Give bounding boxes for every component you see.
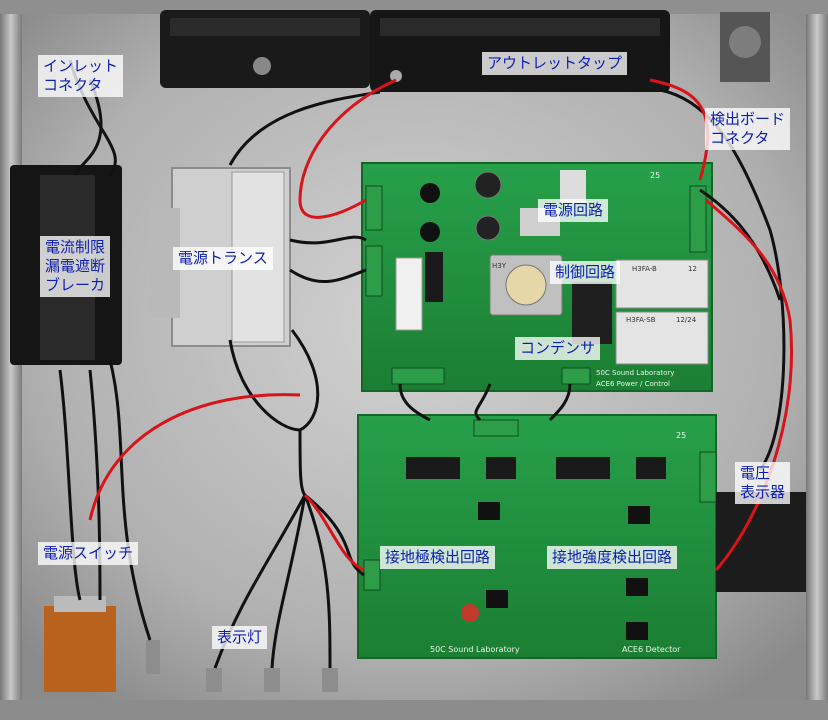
label-ground-strength-circuit-line1: 接地強度検出回路 [552, 548, 673, 566]
terminal-block [699, 451, 717, 503]
label-power-transformer-line1: 電源トランス [178, 249, 268, 267]
label-detect-board-connector-line1: 検出ボード [710, 110, 786, 128]
label-breaker-line1: 電流制限 [45, 238, 106, 256]
label-power-switch-line1: 電源スイッチ [43, 544, 134, 562]
label-ground-strength-circuit: 接地強度検出回路 [547, 546, 678, 569]
ic-chip [478, 502, 500, 520]
label-indicator-lamp-line1: 表示灯 [217, 628, 263, 646]
label-voltage-display-line2: 表示器 [740, 483, 786, 501]
terminal-block [689, 185, 707, 253]
capacitor [474, 171, 502, 199]
label-condenser: コンデンサ [515, 337, 601, 360]
capacitor [420, 183, 440, 203]
red-wires [88, 78, 794, 572]
ic-chip [626, 622, 648, 640]
label-detect-board-connector: 検出ボード コネクタ [705, 108, 791, 150]
bottom-rail [0, 700, 828, 720]
relay-black [486, 457, 516, 479]
label-breaker-line2: 漏電遮断 [45, 257, 106, 275]
voltage-display-body [716, 492, 806, 592]
detector-board [357, 414, 717, 659]
label-breaker-line3: ブレーカ [45, 276, 106, 294]
label-ground-electrode-circuit: 接地極検出回路 [380, 546, 496, 569]
regulator-heatsink [560, 170, 586, 204]
ic-chip [628, 506, 650, 524]
ic-chip [486, 590, 508, 608]
power-switch-body [44, 606, 116, 692]
cable-tie [390, 70, 402, 82]
power-switch-terminals [54, 596, 106, 612]
silk-upper-name: ACE6 Power / Control [596, 380, 670, 388]
fuse-holder [425, 252, 443, 302]
silk-board-num-lower: 25 [676, 431, 686, 440]
silk-timer: H3Y [492, 262, 507, 270]
lamp-socket [146, 640, 160, 674]
silk-relay-1-num: 12 [688, 265, 697, 273]
label-power-transformer: 電源トランス [173, 247, 273, 270]
detect-connector [729, 26, 761, 58]
terminal-block [365, 185, 383, 231]
silk-relay-2-num: 12/24 [676, 316, 697, 324]
film-capacitor [461, 604, 479, 622]
lamp-socket [322, 668, 338, 692]
label-breaker: 電流制限 漏電遮断 ブレーカ [40, 236, 111, 297]
relay-black [556, 457, 610, 479]
label-indicator-lamp: 表示灯 [212, 626, 268, 649]
label-ground-electrode-circuit-line1: 接地極検出回路 [385, 548, 491, 566]
silk-relay-2: H3FA-SB [626, 316, 656, 324]
right-rail [806, 0, 828, 720]
silk-lower-lab: 50C Sound Laboratory [430, 645, 520, 654]
timer-dial [505, 264, 547, 306]
label-voltage-display: 電圧 表示器 [735, 462, 791, 504]
outlet-tap-top [380, 18, 660, 36]
silk-relay-1: H3FA-B [632, 265, 657, 273]
selector-switch [395, 257, 423, 331]
screw [253, 57, 271, 75]
label-inlet: インレット コネクタ [38, 55, 124, 97]
lamp-socket [206, 668, 222, 692]
label-inlet-line1: インレット [43, 57, 119, 75]
label-control-circuit-line1: 制御回路 [555, 263, 616, 281]
label-voltage-display-line1: 電圧 [740, 464, 771, 482]
label-condenser-line1: コンデンサ [520, 339, 596, 357]
capacitor [420, 222, 440, 242]
relay-black [636, 457, 666, 479]
ic-chip [626, 578, 648, 596]
label-power-circuit-line1: 電源回路 [543, 201, 604, 219]
label-control-circuit: 制御回路 [550, 261, 621, 284]
terminal-block [363, 559, 381, 591]
label-power-switch: 電源スイッチ [38, 542, 139, 565]
condenser-part [572, 282, 612, 344]
terminal-block [365, 245, 383, 297]
label-outlet-tap-line1: アウトレットタップ [487, 54, 623, 72]
label-inlet-line2: コネクタ [43, 76, 103, 94]
relay-black [406, 457, 460, 479]
label-outlet-tap: アウトレットタップ [482, 52, 628, 75]
lamp-socket [264, 668, 280, 692]
terminal-block [561, 367, 591, 385]
label-detect-board-connector-line2: コネクタ [710, 129, 770, 147]
silk-lower-name: ACE6 Detector [622, 645, 681, 654]
capacitor [475, 215, 501, 241]
terminal-block [391, 367, 445, 385]
inlet-unit-top [170, 18, 360, 36]
relay-1 [615, 259, 709, 309]
terminal-block [473, 419, 519, 437]
silk-upper-lab: 50C Sound Laboratory [596, 369, 674, 377]
label-power-circuit: 電源回路 [538, 199, 609, 222]
relay-2 [615, 311, 709, 365]
silk-board-num-upper: 25 [650, 171, 660, 180]
